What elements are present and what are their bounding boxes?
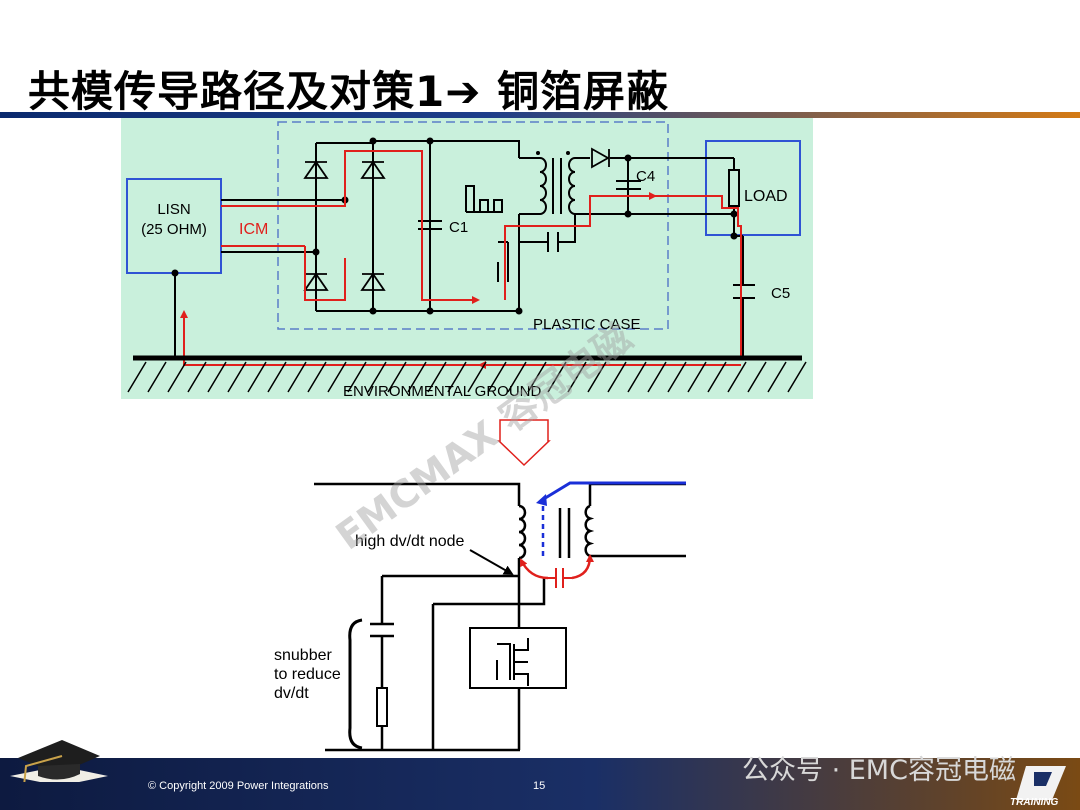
coupling-arrow-right <box>571 554 594 580</box>
pi-logo-icon <box>1016 766 1066 800</box>
ground-hatching <box>127 361 807 393</box>
plastic-case-outline <box>277 121 669 330</box>
slide-title: 共模传导路径及对策1➔ 铜箔屏蔽 <box>28 67 670 116</box>
y-capacitor <box>547 232 559 252</box>
top-diagram-background <box>121 118 813 399</box>
footer-bar <box>0 740 1080 810</box>
snubber-label-line3: dv/dt <box>274 685 309 702</box>
pwm-waveform-symbol <box>465 185 503 213</box>
page-number: 15 <box>533 780 546 792</box>
load-box <box>705 140 801 236</box>
node-pointer-arrow <box>469 549 514 575</box>
junction-dots <box>171 137 738 315</box>
title-underline-bar <box>0 112 1080 118</box>
snubber-label-line2: to reduce <box>274 666 341 683</box>
parasitic-capacitor <box>548 568 572 588</box>
shield-lead <box>541 481 686 502</box>
output-diode <box>591 147 610 169</box>
c1-label: C1 <box>449 219 468 236</box>
lisn-label-line2: (25 OHM) <box>141 221 207 238</box>
mosfet-box <box>469 627 567 689</box>
lisn-label-line1: LISN <box>157 201 190 218</box>
down-arrow <box>497 419 551 467</box>
c5-label: C5 <box>771 285 790 302</box>
c4-capacitor <box>616 180 641 190</box>
top-transformer <box>539 157 576 215</box>
high-dvdt-node-label: high dv/dt node <box>355 533 465 550</box>
load-label: LOAD <box>744 188 788 205</box>
snubber-capacitor <box>370 622 394 638</box>
training-label: TRAINING <box>1010 797 1059 808</box>
bridge-diodes <box>303 160 386 291</box>
c4-label: C4 <box>636 168 655 185</box>
snubber-label-line1: snubber <box>274 647 332 664</box>
snubber-brace <box>348 618 363 750</box>
copyright-text: © Copyright 2009 Power Integrations <box>148 780 329 792</box>
c5-capacitor <box>733 284 755 299</box>
environmental-ground-label: ENVIRONMENTAL GROUND <box>343 383 542 400</box>
plastic-case-label: PLASTIC CASE <box>533 316 641 333</box>
coupling-arrow-left <box>519 558 549 580</box>
top-circuit-wires <box>174 140 744 356</box>
icm-label: ICM <box>239 221 268 238</box>
graduation-cap-icon <box>10 740 108 782</box>
mosfet-symbol <box>496 638 529 686</box>
bottom-transformer <box>518 504 595 560</box>
wechat-account-text: 公众号 · EMC容冠电磁 <box>742 755 1016 786</box>
